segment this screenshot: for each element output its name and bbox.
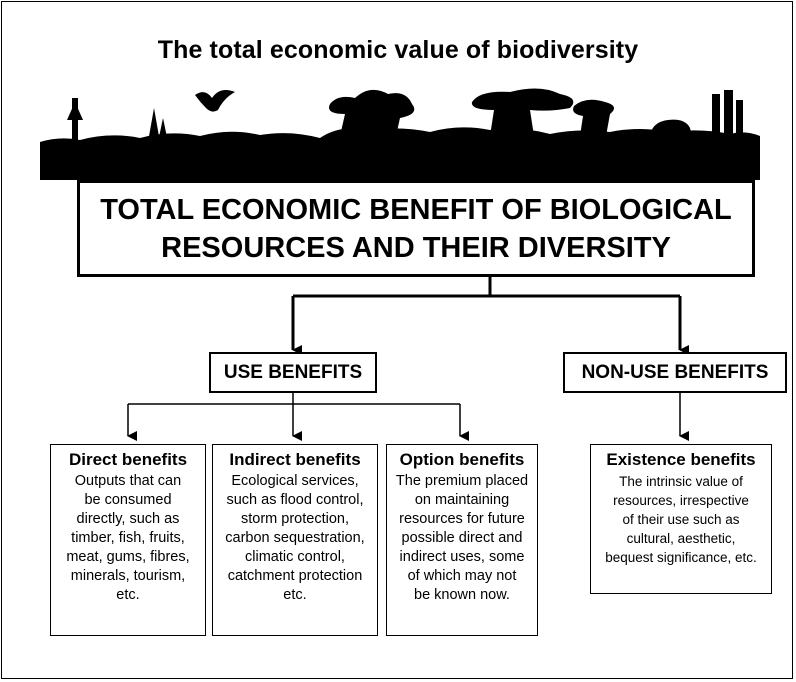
- description-line: meat, gums, fibres,: [66, 549, 190, 565]
- description-line: Outputs that can: [74, 473, 182, 489]
- existence-benefits-box: Existence benefits The intrinsic value o…: [590, 444, 772, 594]
- benefit-heading: Direct benefits: [68, 450, 188, 469]
- description-line: The intrinsic value of: [619, 474, 743, 489]
- description-line: be known now.: [414, 587, 510, 603]
- description-line: The premium placed: [395, 473, 529, 489]
- direct-benefits-box: Direct benefits Outputs that can be cons…: [50, 444, 206, 636]
- description-line: indirect uses, some: [399, 549, 525, 565]
- description-line: cultural, aesthetic,: [626, 531, 736, 546]
- page-title: The total economic value of biodiversity: [157, 36, 639, 64]
- use-benefits-label: USE BENEFITS: [223, 361, 363, 383]
- root-line-2: RESOURCES AND THEIR DIVERSITY: [161, 231, 671, 264]
- description-line: etc.: [283, 587, 307, 603]
- description-line: on maintaining: [414, 492, 510, 508]
- benefit-description: Ecological services, such as flood contr…: [225, 472, 364, 605]
- benefit-description: The intrinsic value of resources, irresp…: [605, 472, 757, 567]
- description-line: carbon sequestration,: [225, 530, 365, 546]
- total-economic-benefit-box: TOTAL ECONOMIC BENEFIT OF BIOLOGICAL RES…: [77, 180, 755, 277]
- description-line: catchment protection: [227, 568, 363, 584]
- benefit-heading: Indirect benefits: [229, 450, 361, 469]
- non-use-benefits-label: NON-USE BENEFITS: [581, 361, 769, 383]
- description-line: timber, fish, fruits,: [71, 530, 185, 546]
- description-line: climatic control,: [245, 549, 345, 565]
- benefit-heading: Option benefits: [399, 450, 525, 469]
- non-use-benefits-box: NON-USE BENEFITS: [563, 352, 787, 393]
- benefit-heading: Existence benefits: [606, 450, 756, 469]
- description-line: of which may not: [407, 568, 517, 584]
- benefit-description: The premium placed on maintaining resour…: [396, 472, 528, 605]
- description-line: minerals, tourism,: [70, 568, 186, 584]
- option-benefits-box: Option benefits The premium placed on ma…: [386, 444, 538, 636]
- landscape-silhouette-image: [40, 88, 760, 180]
- description-line: resources for future: [399, 511, 525, 527]
- description-line: storm protection,: [240, 511, 349, 527]
- indirect-benefits-box: Indirect benefits Ecological services, s…: [212, 444, 378, 636]
- use-benefits-box: USE BENEFITS: [209, 352, 377, 393]
- description-line: possible direct and: [401, 530, 523, 546]
- description-line: Ecological services,: [231, 473, 359, 489]
- description-line: directly, such as: [76, 511, 180, 527]
- root-line-1: TOTAL ECONOMIC BENEFIT OF BIOLOGICAL: [100, 193, 732, 226]
- description-line: be consumed: [84, 492, 172, 508]
- description-line: bequest significance, etc.: [605, 550, 757, 565]
- benefit-description: Outputs that can be consumed directly, s…: [66, 472, 189, 605]
- description-line: such as flood control,: [226, 492, 364, 508]
- description-line: resources, irrespective: [613, 493, 749, 508]
- description-line: of their use such as: [622, 512, 740, 527]
- description-line: etc.: [116, 587, 140, 603]
